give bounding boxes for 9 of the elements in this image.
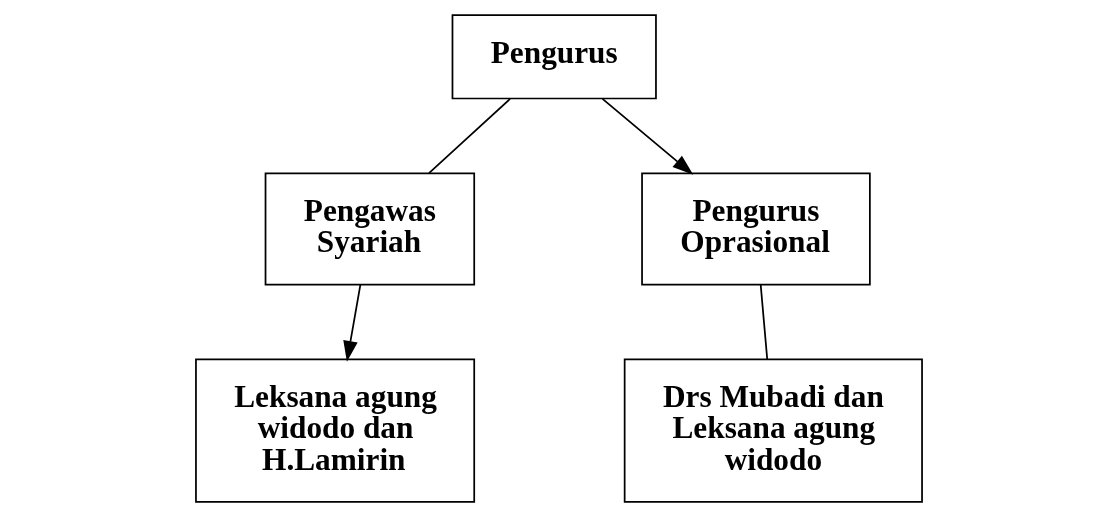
- connector: [428, 98, 511, 174]
- arrow: [601, 98, 694, 175]
- node-box: Pengawas Syariah: [264, 172, 476, 286]
- connector: [759, 284, 769, 361]
- node-box: Leksana agung widodo dan H.Lamirin: [195, 358, 476, 503]
- node-box: Drs Mubadi dan Leksana agung widodo: [623, 358, 923, 503]
- arrow: [343, 284, 362, 362]
- node-box: Pengurus: [451, 14, 657, 100]
- node-box: Pengurus Oprasional: [641, 172, 871, 286]
